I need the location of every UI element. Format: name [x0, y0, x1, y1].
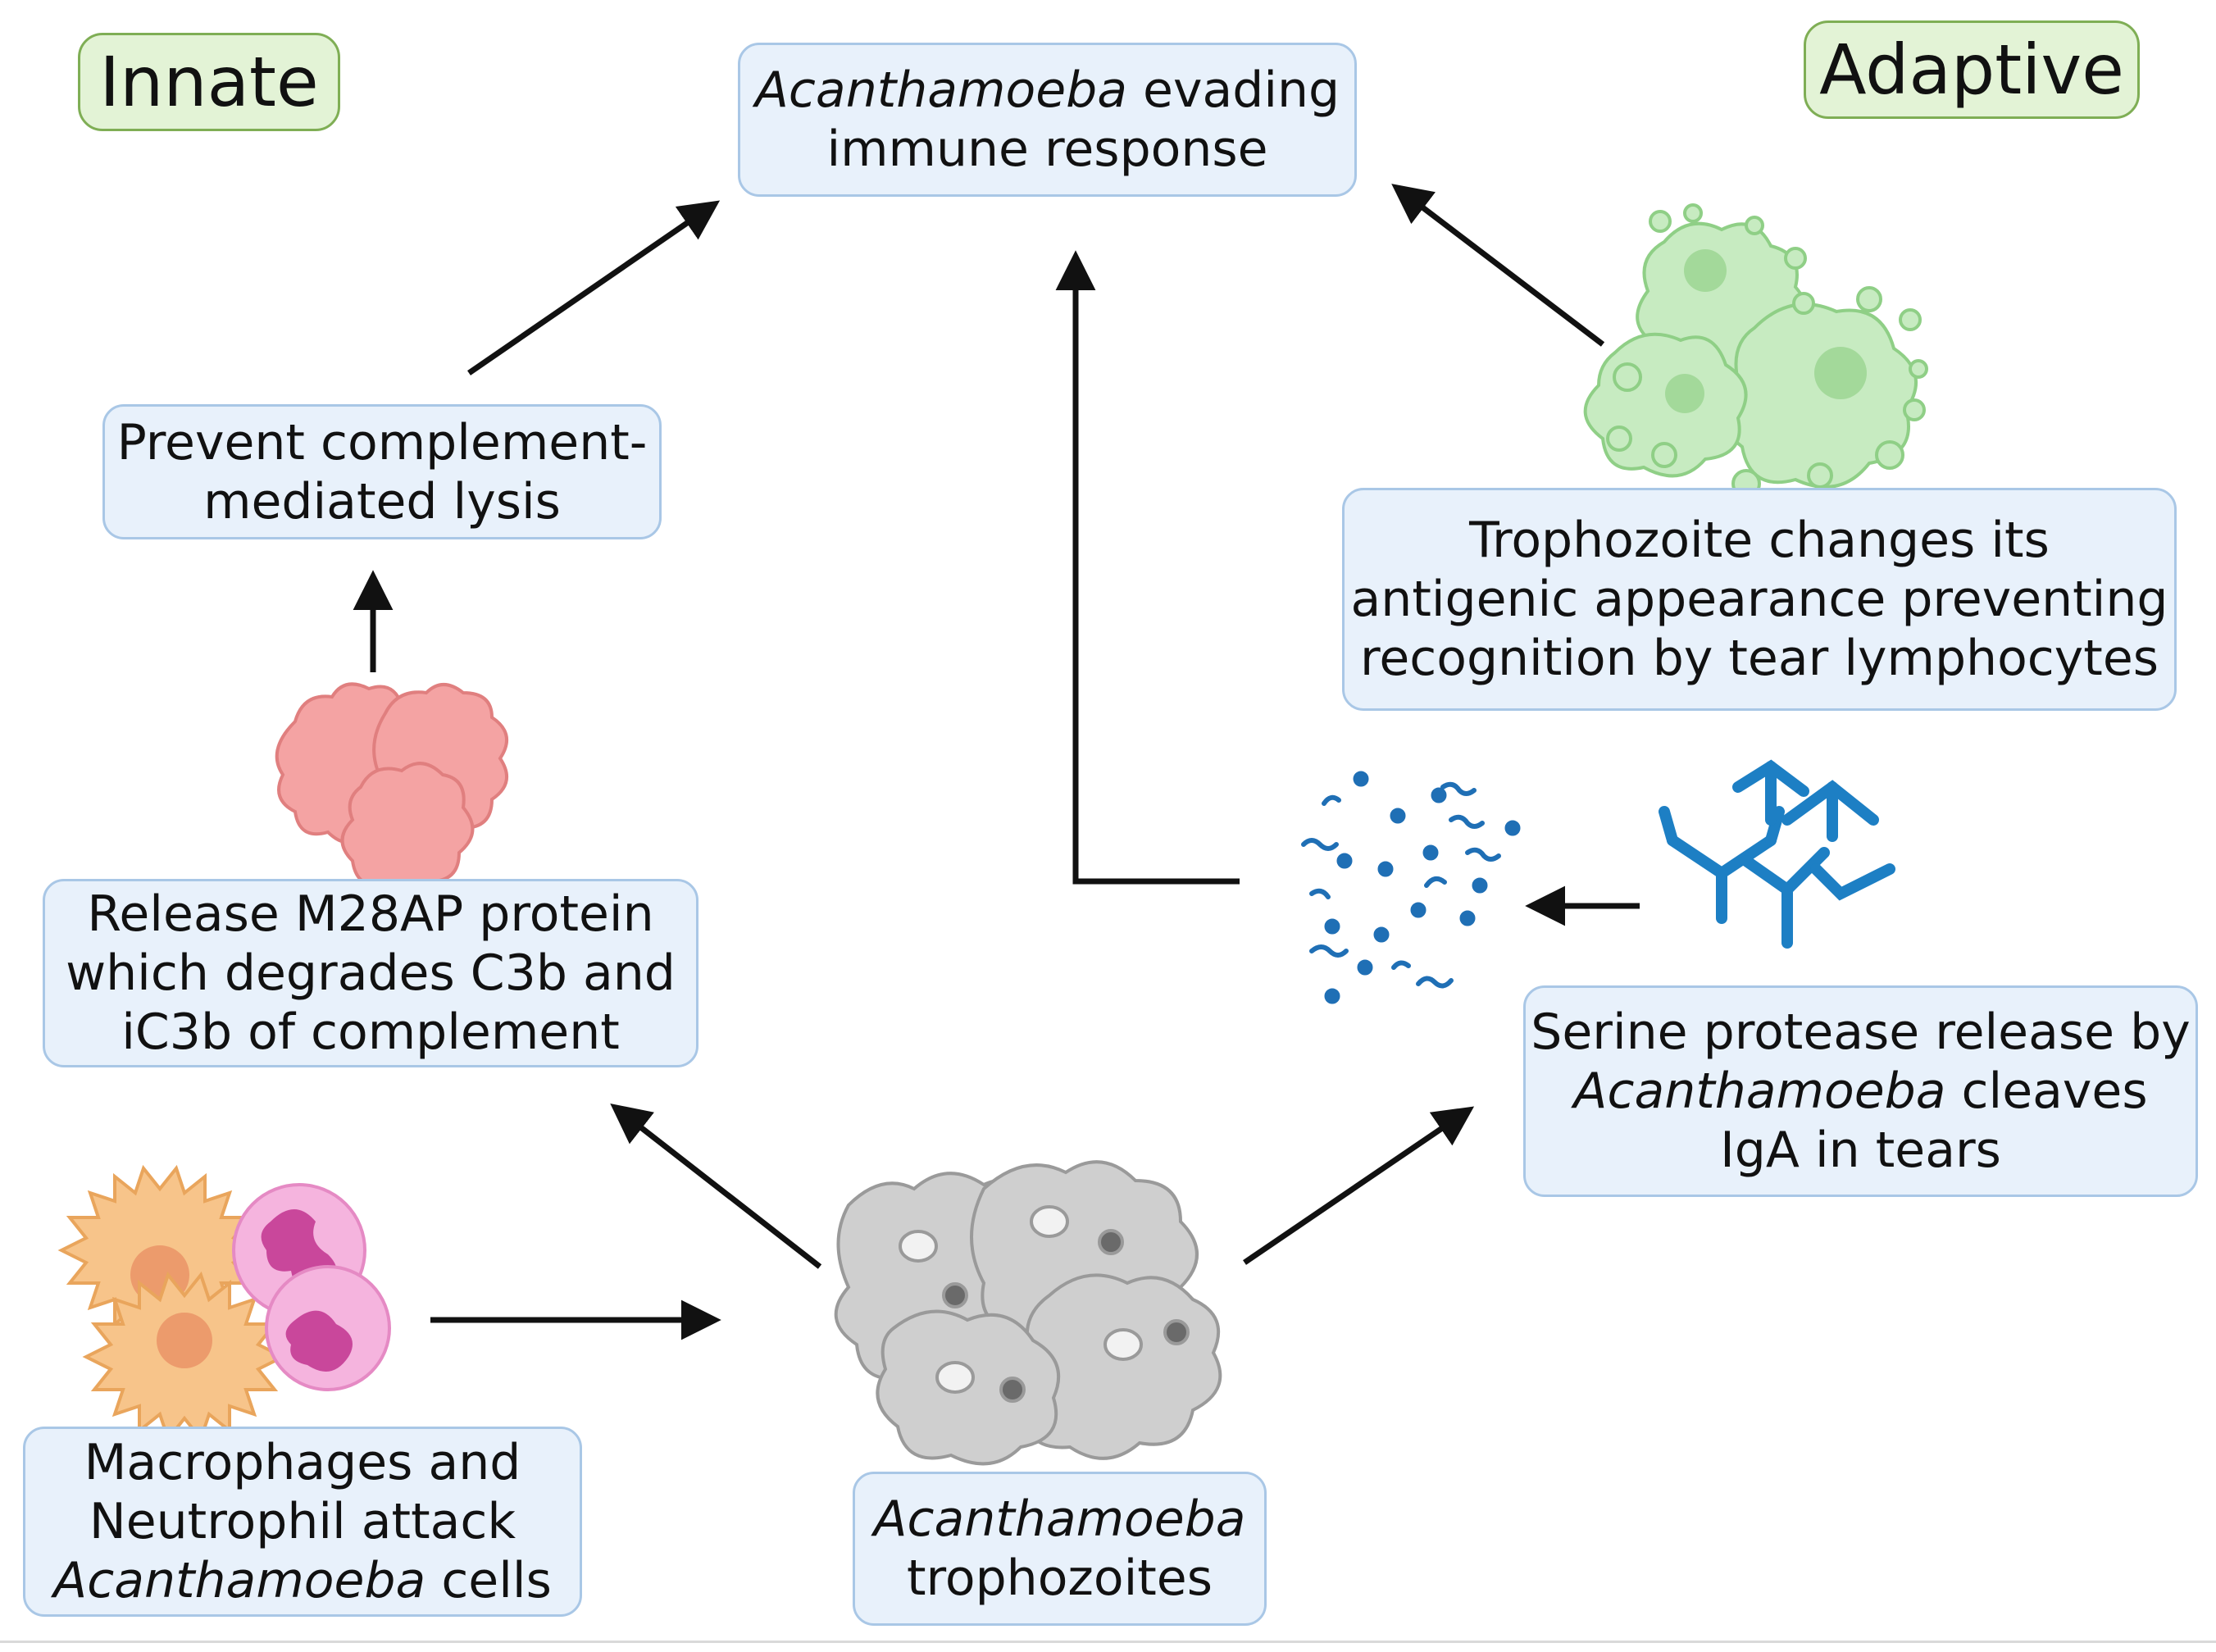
- amoeba-cluster-icon: [834, 1160, 1222, 1466]
- antigenic-line-3: recognition by tear lymphocytes: [1359, 630, 2159, 687]
- macrophages-box: Macrophages and Neutrophil attack Acanth…: [23, 1427, 582, 1617]
- macrophages-line-3-rest: cells: [425, 1552, 552, 1609]
- innate-label: Innate: [78, 33, 340, 131]
- trophozoites-line-2: trophozoites: [907, 1550, 1213, 1607]
- trophozoites-box: Acanthamoeba trophozoites: [853, 1472, 1267, 1626]
- antigenic-line-2: antigenic appearance preventing: [1350, 571, 2168, 628]
- serine-line-1: Serine protease release by: [1531, 1003, 2191, 1061]
- m28ap-line-2: which degrades C3b and: [66, 944, 676, 1002]
- evading-line-2: immune response: [826, 121, 1268, 178]
- macrophages-line-3: Acanthamoeba cells: [53, 1551, 552, 1610]
- evading-line-1: Acanthamoeba evading: [755, 61, 1340, 120]
- macrophages-line-2: Neutrophil attack: [89, 1493, 516, 1550]
- prevent-lysis-line-2: mediated lysis: [203, 472, 561, 530]
- innate-label-text: Innate: [99, 42, 319, 122]
- serine-line-3: IgA in tears: [1720, 1122, 2001, 1179]
- m28ap-line-3: iC3b of complement: [121, 1003, 620, 1061]
- macrophages-line-1: Macrophages and: [84, 1434, 521, 1491]
- prevent-lysis-line-1: Prevent complement-: [116, 413, 648, 471]
- protein-fragments-icon: [1301, 771, 1521, 1004]
- arrow-amoeba-to-serine: [1243, 1106, 1475, 1265]
- trophozoites-organism-name: Acanthamoeba: [873, 1490, 1246, 1548]
- serine-organism-name: Acanthamoeba: [1573, 1063, 1946, 1120]
- serine-line-2: Acanthamoeba cleaves: [1573, 1062, 2147, 1121]
- antibody-iga-icon: [1659, 759, 1895, 949]
- serine-line-2-rest: cleaves: [1945, 1063, 2148, 1120]
- adaptive-label-text: Adaptive: [1819, 30, 2124, 110]
- arrow-amoeba-to-m28ap: [610, 1103, 822, 1269]
- antigenic-appearance-box: Trophozoite changes its antigenic appear…: [1342, 488, 2177, 711]
- protein-cluster-icon: [275, 682, 508, 894]
- arrow-trophozoite-to-evading: [1391, 184, 1605, 347]
- evading-line-1-rest: evading: [1126, 61, 1340, 119]
- bottom-divider: [0, 1641, 2216, 1643]
- arrows: [353, 184, 1640, 1340]
- evading-immune-response-box: Acanthamoeba evading immune response: [738, 43, 1357, 197]
- m28ap-box: Release M28AP protein which degrades C3b…: [43, 879, 698, 1067]
- arrow-fragments-to-evading: [1055, 250, 1240, 885]
- evading-organism-name: Acanthamoeba: [754, 61, 1127, 119]
- prevent-lysis-box: Prevent complement- mediated lysis: [102, 404, 662, 539]
- antigenic-line-1: Trophozoite changes its: [1469, 512, 2050, 569]
- serine-protease-box: Serine protease release by Acanthamoeba …: [1523, 985, 2198, 1197]
- green-trophozoite-icon: [1583, 203, 1928, 498]
- neutrophil-icon: [232, 1183, 391, 1391]
- adaptive-label: Adaptive: [1804, 20, 2140, 119]
- macrophage-icon: [57, 1164, 287, 1443]
- m28ap-line-1: Release M28AP protein: [87, 885, 654, 943]
- macrophages-organism-name: Acanthamoeba: [53, 1552, 426, 1609]
- arrow-lysis-to-evading: [467, 200, 721, 375]
